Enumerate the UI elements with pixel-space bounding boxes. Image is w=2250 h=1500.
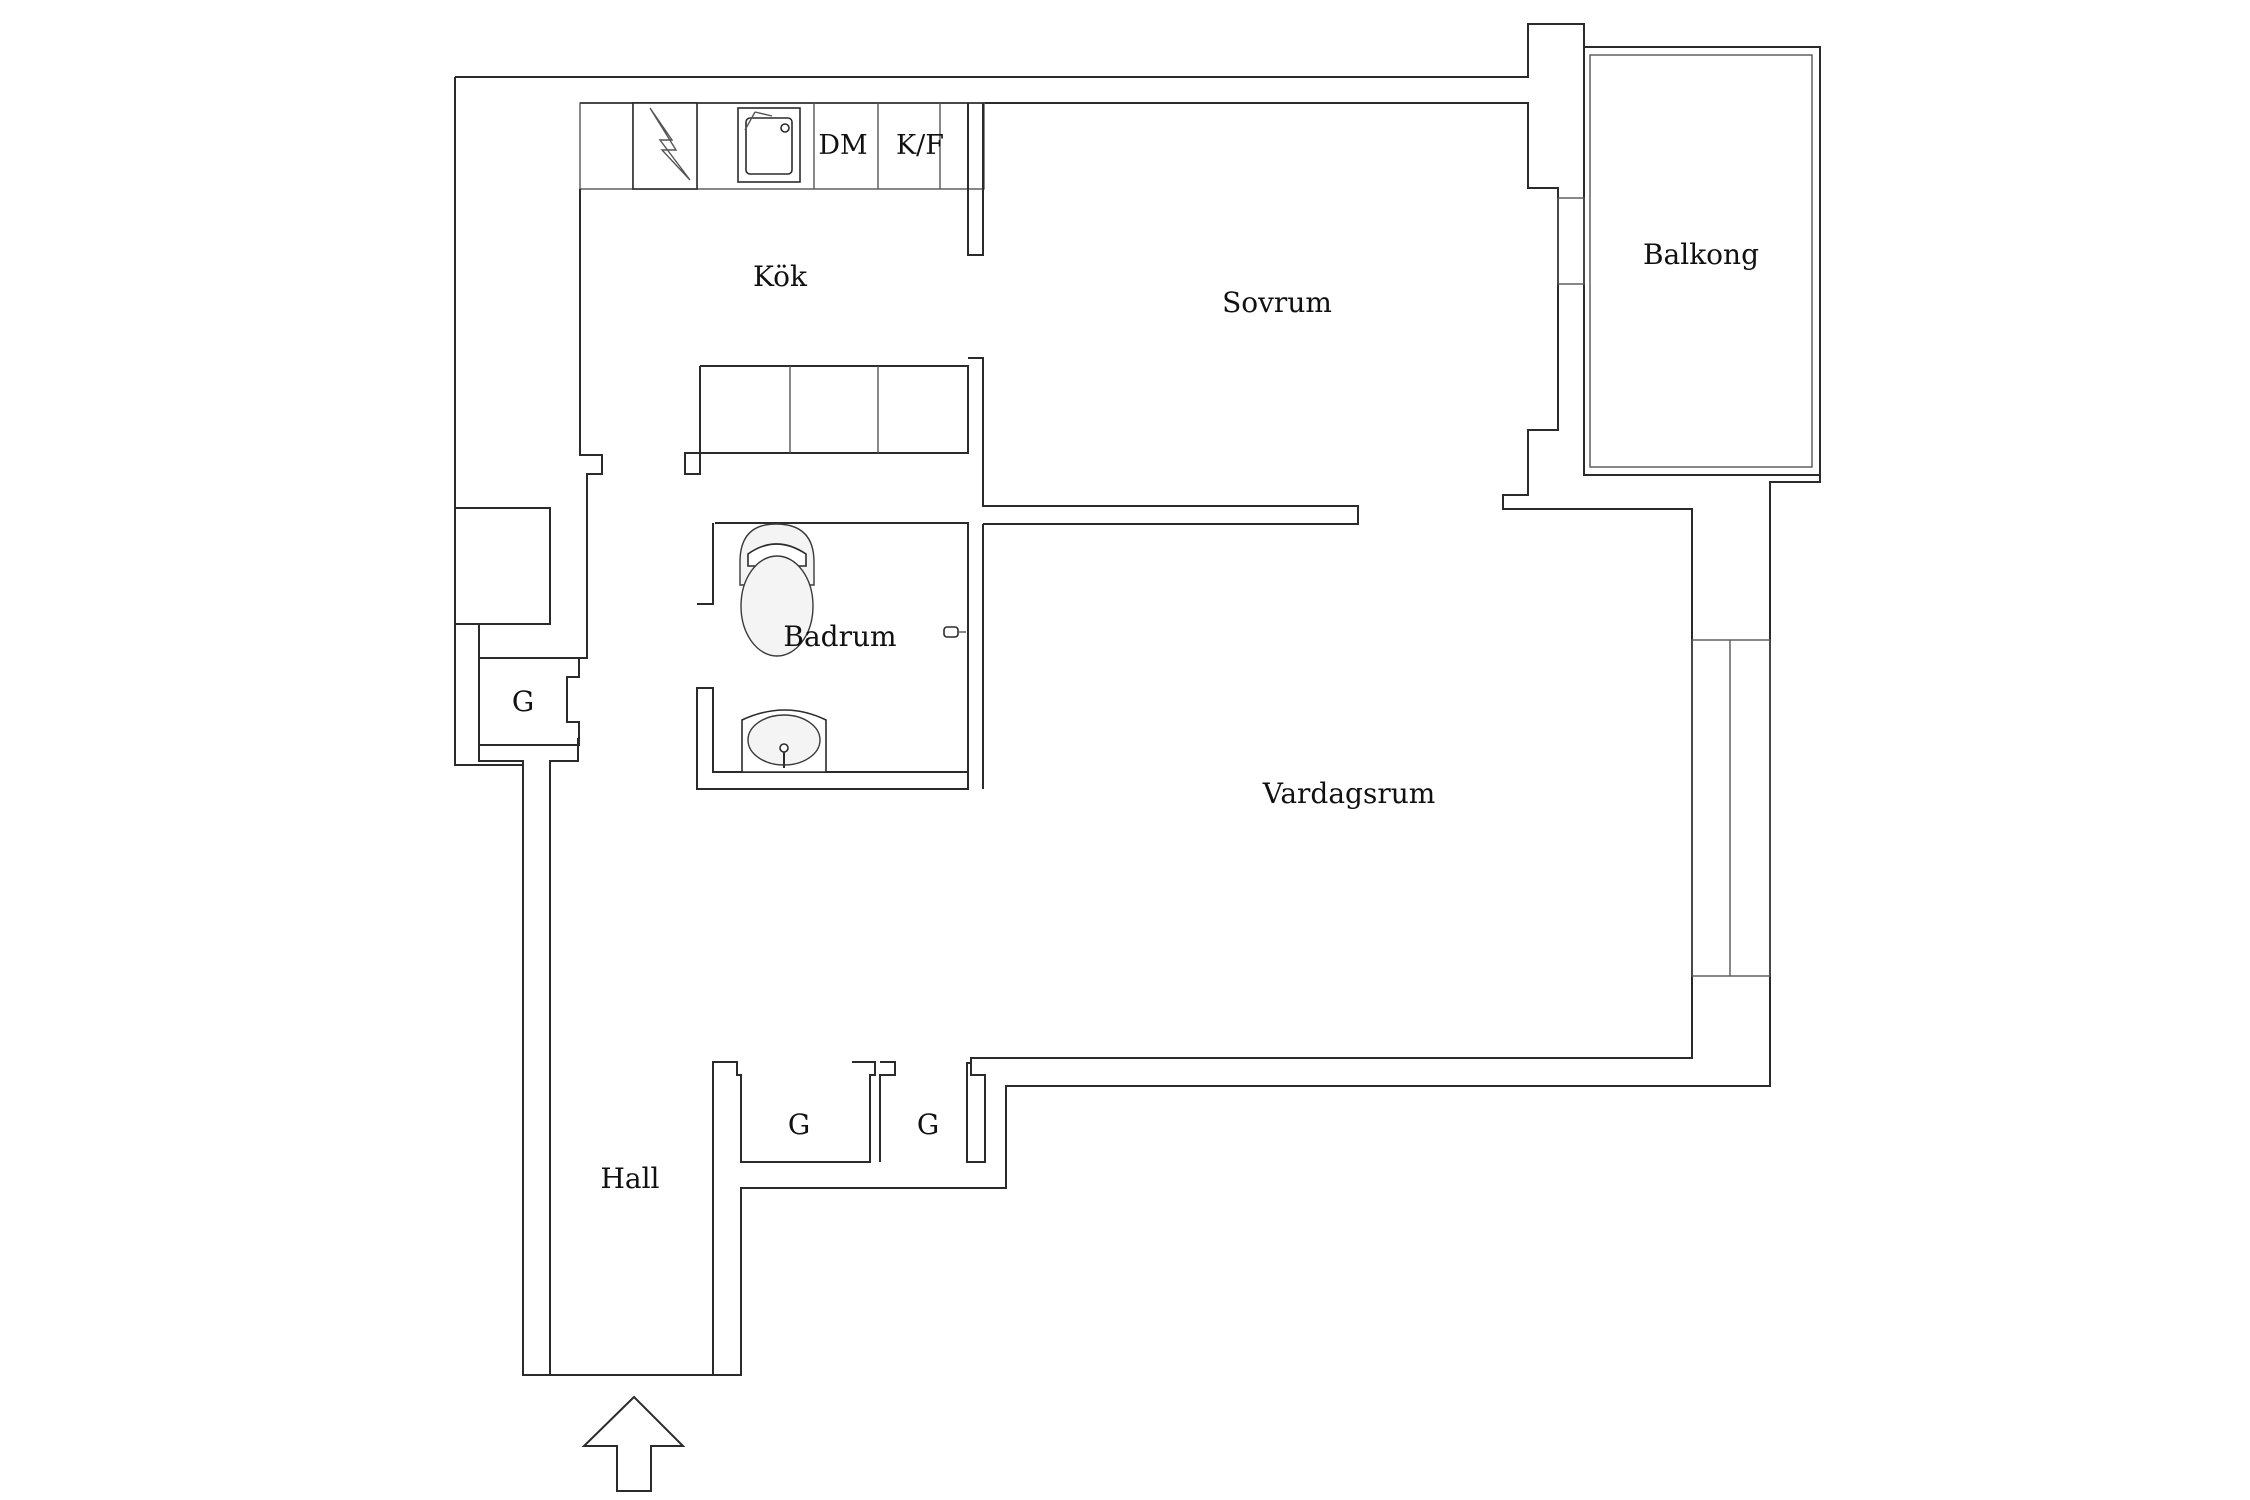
dishwasher-label: DM bbox=[818, 130, 867, 161]
closet-left bbox=[478, 657, 580, 746]
room-label-kok: Kök bbox=[753, 260, 808, 293]
closet-label-left: G bbox=[512, 685, 534, 718]
toilet-icon bbox=[739, 523, 815, 657]
room-label-hall: Hall bbox=[600, 1162, 659, 1195]
entrance-arrow-icon bbox=[581, 1395, 686, 1492]
fridge-freezer-label: K/F bbox=[896, 130, 944, 161]
interior-walls bbox=[549, 46, 1821, 1375]
washbasin-icon bbox=[741, 709, 827, 773]
room-label-badrum: Badrum bbox=[783, 620, 896, 653]
closet-label-hall-left: G bbox=[788, 1108, 810, 1141]
stove-icon bbox=[632, 102, 698, 190]
room-label-balkong: Balkong bbox=[1643, 238, 1759, 271]
room-label-vardagsrum: Vardagsrum bbox=[1262, 777, 1436, 810]
closet-label-hall-right: G bbox=[917, 1108, 939, 1141]
wall-lamp-icon bbox=[943, 626, 966, 638]
outer-walls bbox=[454, 23, 1821, 1376]
room-label-sovrum: Sovrum bbox=[1222, 286, 1332, 319]
sink-icon bbox=[737, 107, 801, 183]
